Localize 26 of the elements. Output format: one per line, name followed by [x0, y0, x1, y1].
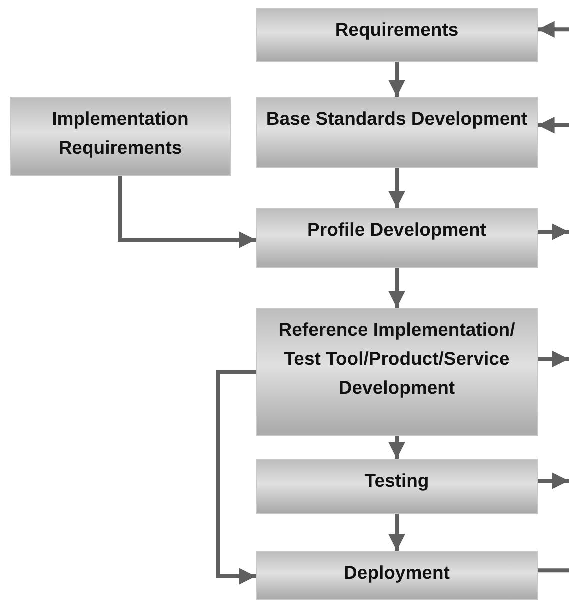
- box-label: Testing: [364, 469, 430, 493]
- process-box: [256, 459, 538, 514]
- box-label: Implementation Requirements: [51, 107, 190, 160]
- process-box: [10, 97, 231, 176]
- process-box: [256, 208, 538, 268]
- arrow: [538, 117, 569, 134]
- box-label: Base Standards Development: [265, 107, 529, 131]
- process-box: [256, 551, 538, 600]
- arrow: [388, 436, 406, 459]
- arrow: [216, 370, 256, 585]
- arrow: [388, 62, 406, 97]
- arrow: [118, 176, 256, 248]
- box-label: Deployment: [343, 561, 451, 585]
- arrow: [538, 21, 569, 38]
- arrow: [388, 168, 406, 208]
- box-label: Profile Development: [306, 218, 488, 242]
- box-label: Requirements: [334, 18, 460, 42]
- arrow: [538, 224, 569, 240]
- arrow: [538, 350, 569, 368]
- box-label: Reference Implementation/ Test Tool/Product/Service Development: [278, 318, 516, 400]
- arrow: [538, 472, 569, 490]
- process-box: [256, 308, 538, 436]
- process-box: [256, 97, 538, 168]
- arrow: [388, 268, 406, 308]
- process-box: [256, 8, 538, 62]
- arrow: [388, 514, 406, 551]
